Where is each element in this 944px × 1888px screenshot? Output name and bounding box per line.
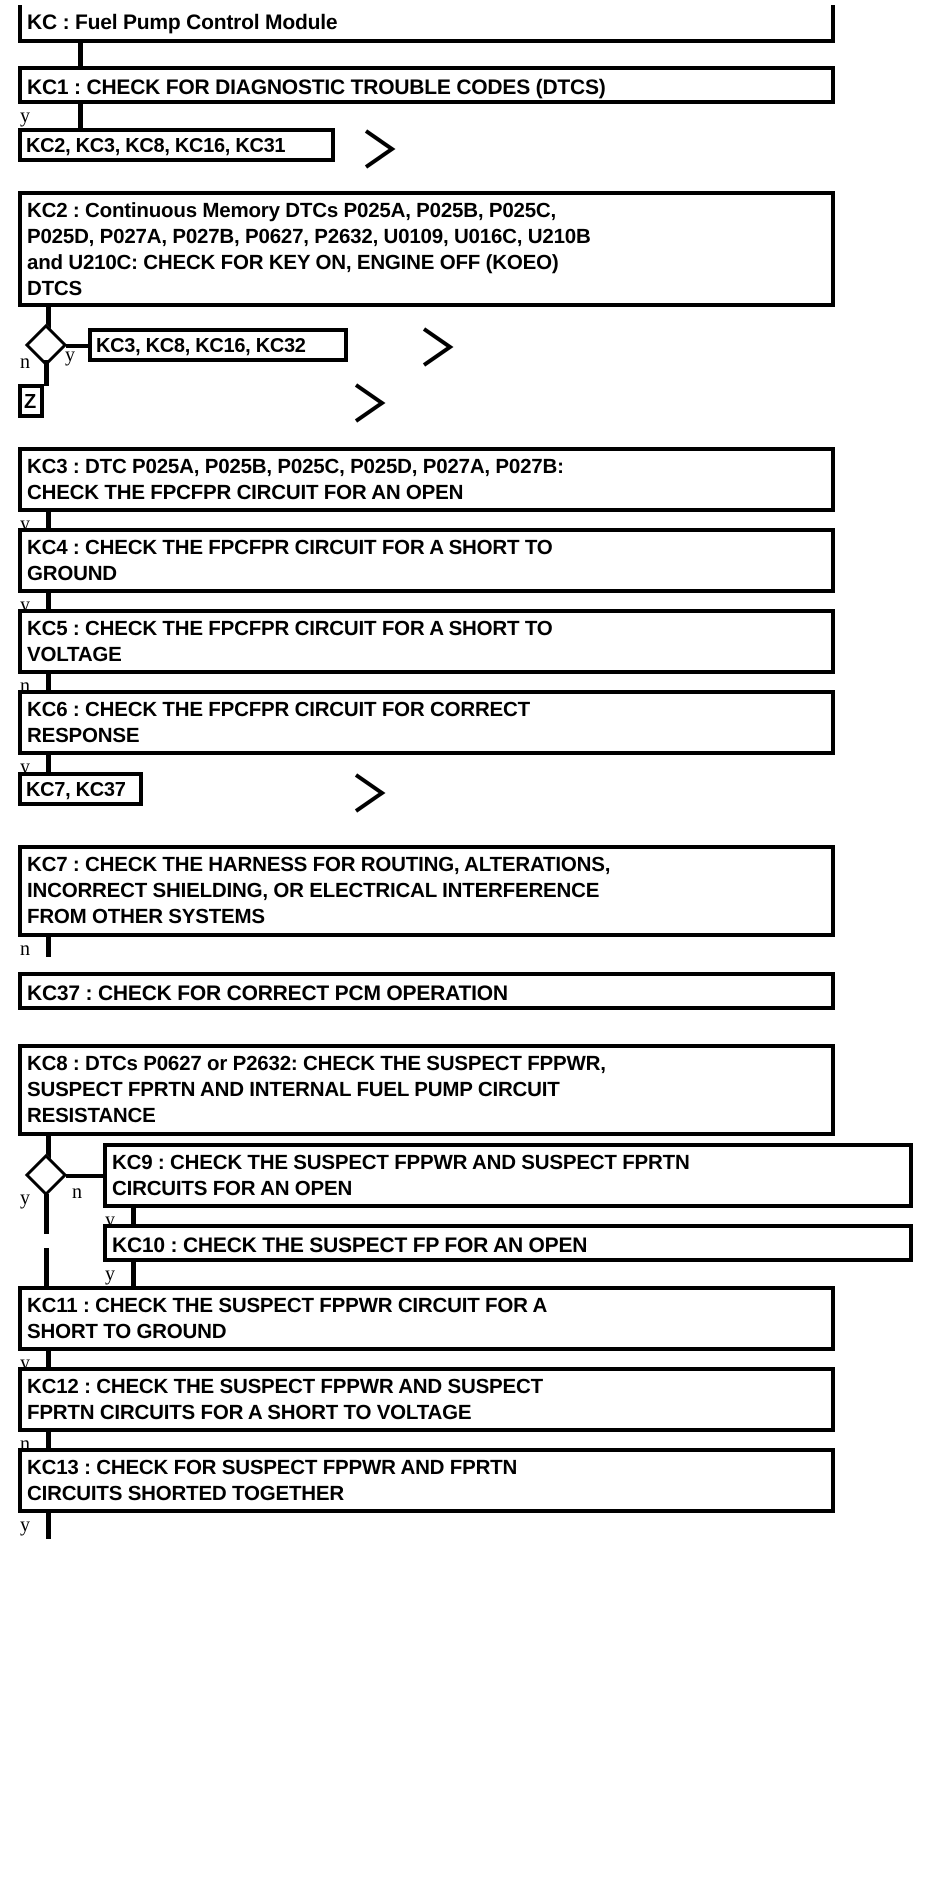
node-kc9[interactable]: KC9 : CHECK THE SUSPECT FPPWR AND SUSPEC… <box>103 1143 913 1208</box>
connector-decision1-no <box>44 360 49 386</box>
node-kc13[interactable]: KC13 : CHECK FOR SUSPECT FPPWR AND FPRTN… <box>18 1448 835 1513</box>
connector-kc6-to-ref3 <box>46 755 51 775</box>
node-kc5[interactable]: KC5 : CHECK THE FPCFPR CIRCUIT FOR A SHO… <box>18 609 835 674</box>
edge-label-d2-y: y <box>20 1187 30 1209</box>
connector-header-to-kc1 <box>78 43 83 66</box>
connector-kc5-to-kc6 <box>46 674 51 694</box>
edge-label-kc9-y: y <box>105 1209 115 1231</box>
node-kc4[interactable]: KC4 : CHECK THE FPCFPR CIRCUIT FOR A SHO… <box>18 528 835 593</box>
ref-box-z[interactable]: Z <box>18 384 44 418</box>
node-kc11[interactable]: KC11 : CHECK THE SUSPECT FPPWR CIRCUIT F… <box>18 1286 835 1351</box>
edge-label-kc5-n: n <box>20 675 30 697</box>
ref-box-kc7-kc37[interactable]: KC7, KC37 <box>18 772 143 806</box>
ref-box-kc3-kc8-kc16-kc32[interactable]: KC3, KC8, KC16, KC32 <box>88 328 348 362</box>
connector-decision1-yes <box>66 344 92 348</box>
connector-kc1-to-ref1 <box>78 104 83 128</box>
connector-kc4-to-kc5 <box>46 593 51 613</box>
offpage-arrow-4 <box>352 771 388 815</box>
edge-label-kc12-n: n <box>20 1433 30 1455</box>
node-kc37[interactable]: KC37 : CHECK FOR CORRECT PCM OPERATION <box>18 972 835 1010</box>
node-kc2[interactable]: KC2 : Continuous Memory DTCs P025A, P025… <box>18 191 835 307</box>
connector-kc9-to-kc10 <box>131 1208 136 1228</box>
connector-kc11-to-kc12 <box>46 1351 51 1371</box>
node-kc-header[interactable]: KC : Fuel Pump Control Module <box>18 5 835 43</box>
edge-label-d1-y: y <box>65 344 75 366</box>
connector-kc3-to-kc4 <box>46 512 51 532</box>
connector-kc13-下 <box>46 1513 51 1539</box>
connector-kc12-to-kc13 <box>46 1432 51 1452</box>
node-kc6[interactable]: KC6 : CHECK THE FPCFPR CIRCUIT FOR CORRE… <box>18 690 835 755</box>
node-kc8[interactable]: KC8 : DTCs P0627 or P2632: CHECK THE SUS… <box>18 1044 835 1136</box>
edge-label-kc1-y: y <box>20 105 30 127</box>
node-kc7[interactable]: KC7 : CHECK THE HARNESS FOR ROUTING, ALT… <box>18 845 835 937</box>
connector-kc2-to-decision1 <box>46 307 51 335</box>
edge-label-kc11-y: y <box>20 1352 30 1374</box>
edge-label-kc4-y: y <box>20 594 30 616</box>
offpage-arrow-3 <box>352 381 388 425</box>
edge-label-d1-n: n <box>20 351 30 373</box>
offpage-arrow-1 <box>362 127 398 171</box>
node-kc12[interactable]: KC12 : CHECK THE SUSPECT FPPWR AND SUSPE… <box>18 1367 835 1432</box>
edge-label-kc13-y: y <box>20 1514 30 1536</box>
edge-label-kc10-y: y <box>105 1263 115 1285</box>
node-kc1[interactable]: KC1 : CHECK FOR DIAGNOSTIC TROUBLE CODES… <box>18 66 835 104</box>
node-kc3[interactable]: KC3 : DTC P025A, P025B, P025C, P025D, P0… <box>18 447 835 512</box>
node-kc10[interactable]: KC10 : CHECK THE SUSPECT FP FOR AN OPEN <box>103 1224 913 1262</box>
edge-label-d2-n: n <box>72 1181 82 1203</box>
connector-kc8-to-decision2 <box>46 1136 51 1164</box>
edge-label-kc7-n: n <box>20 938 30 960</box>
connector-kc7-to-kc37 <box>46 937 51 957</box>
connector-kc10-to-kc11 <box>131 1262 136 1286</box>
edge-label-kc6-y: y <box>20 756 30 778</box>
connector-decision2-no <box>66 1174 106 1178</box>
ref-box-kc2-kc3-kc8-kc16-kc31[interactable]: KC2, KC3, KC8, KC16, KC31 <box>18 128 335 162</box>
decision-node-2[interactable] <box>24 1153 68 1197</box>
edge-label-kc3-y: y <box>20 513 30 535</box>
offpage-arrow-2 <box>420 325 456 369</box>
connector-decision2-yes-long-2 <box>44 1248 49 1290</box>
connector-decision2-yes-long <box>44 1194 49 1234</box>
